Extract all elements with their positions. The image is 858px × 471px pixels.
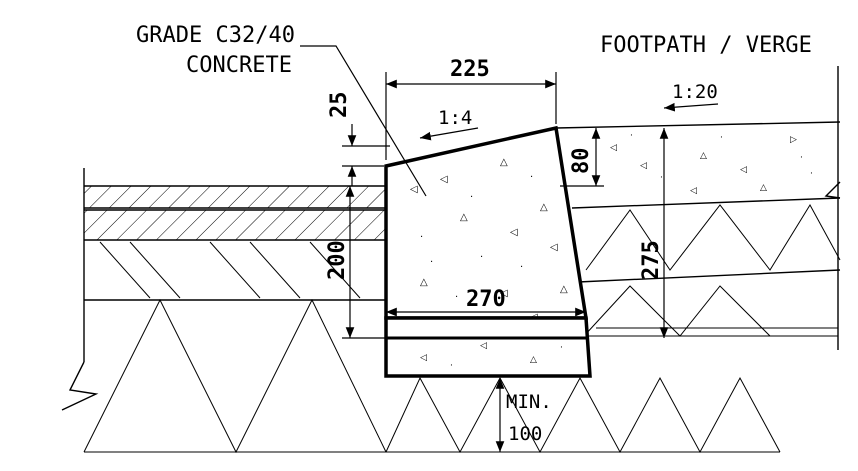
- dim-275: 275: [639, 240, 664, 280]
- svg-text:▷: ▷: [790, 135, 797, 145]
- road-layers: [83, 168, 386, 301]
- svg-text:△: △: [700, 151, 707, 161]
- grade-label-line1: GRADE C32/40: [136, 23, 295, 48]
- svg-text:·: ·: [560, 343, 563, 353]
- svg-text:◁: ◁: [640, 161, 647, 171]
- svg-text:·: ·: [420, 232, 423, 243]
- svg-text:△: △: [500, 157, 508, 168]
- dim-270: 270: [466, 287, 506, 312]
- binder-course-hatch: [84, 210, 386, 240]
- svg-text:·: ·: [530, 172, 533, 183]
- footpath-layers: [555, 66, 841, 350]
- svg-text:△: △: [420, 277, 428, 288]
- svg-text:◁: ◁: [690, 186, 697, 196]
- svg-text:·: ·: [800, 153, 803, 163]
- grade-label-line2: CONCRETE: [186, 53, 292, 78]
- bedding-layer: ◁ ◁ △ · ·: [384, 316, 592, 378]
- svg-text:·: ·: [720, 133, 723, 143]
- dim-80: 80: [569, 148, 594, 175]
- min-label-line1: MIN.: [506, 391, 552, 413]
- slope-footpath-label: 1:20: [672, 81, 718, 103]
- break-line: [61, 361, 99, 411]
- svg-text:△: △: [460, 212, 468, 223]
- svg-text:·: ·: [430, 257, 433, 268]
- svg-text:·: ·: [455, 292, 458, 303]
- svg-text:·: ·: [660, 173, 663, 183]
- svg-text:△: △: [760, 183, 767, 193]
- dimension-lines: [300, 45, 719, 452]
- svg-text:◁: ◁: [550, 242, 558, 253]
- svg-text:·: ·: [450, 361, 453, 371]
- svg-text:◁: ◁: [420, 353, 427, 363]
- surface-course-hatch: [84, 186, 386, 208]
- dim-25: 25: [327, 92, 352, 119]
- dim-200: 200: [325, 240, 350, 280]
- footpath-concrete-stipple: ◁ ◁ △ ◁ ▷ ◁ △ · · · · ·: [610, 131, 813, 196]
- sub-base-pattern: [99, 241, 361, 299]
- min-label-line2: 100: [508, 423, 542, 445]
- svg-text:◁: ◁: [740, 165, 747, 175]
- svg-text:◁: ◁: [500, 288, 508, 299]
- svg-text:·: ·: [520, 262, 523, 273]
- footpath-label: FOOTPATH / VERGE: [600, 33, 812, 58]
- svg-text:·: ·: [470, 192, 473, 203]
- svg-text:◁: ◁: [610, 143, 617, 153]
- svg-text:·: ·: [630, 131, 633, 141]
- svg-text:△: △: [560, 284, 568, 295]
- svg-text:△: △: [530, 355, 537, 365]
- svg-text:·: ·: [480, 252, 483, 263]
- subgrade-pattern: [83, 204, 841, 454]
- svg-text:◁: ◁: [410, 184, 418, 195]
- svg-text:◁: ◁: [440, 174, 448, 185]
- slope-kerb-label: 1:4: [438, 107, 472, 129]
- svg-text:△: △: [540, 202, 548, 213]
- svg-text:◁: ◁: [480, 341, 487, 351]
- dim-225: 225: [450, 57, 490, 82]
- svg-text:◁: ◁: [510, 227, 518, 238]
- svg-text:·: ·: [810, 169, 813, 179]
